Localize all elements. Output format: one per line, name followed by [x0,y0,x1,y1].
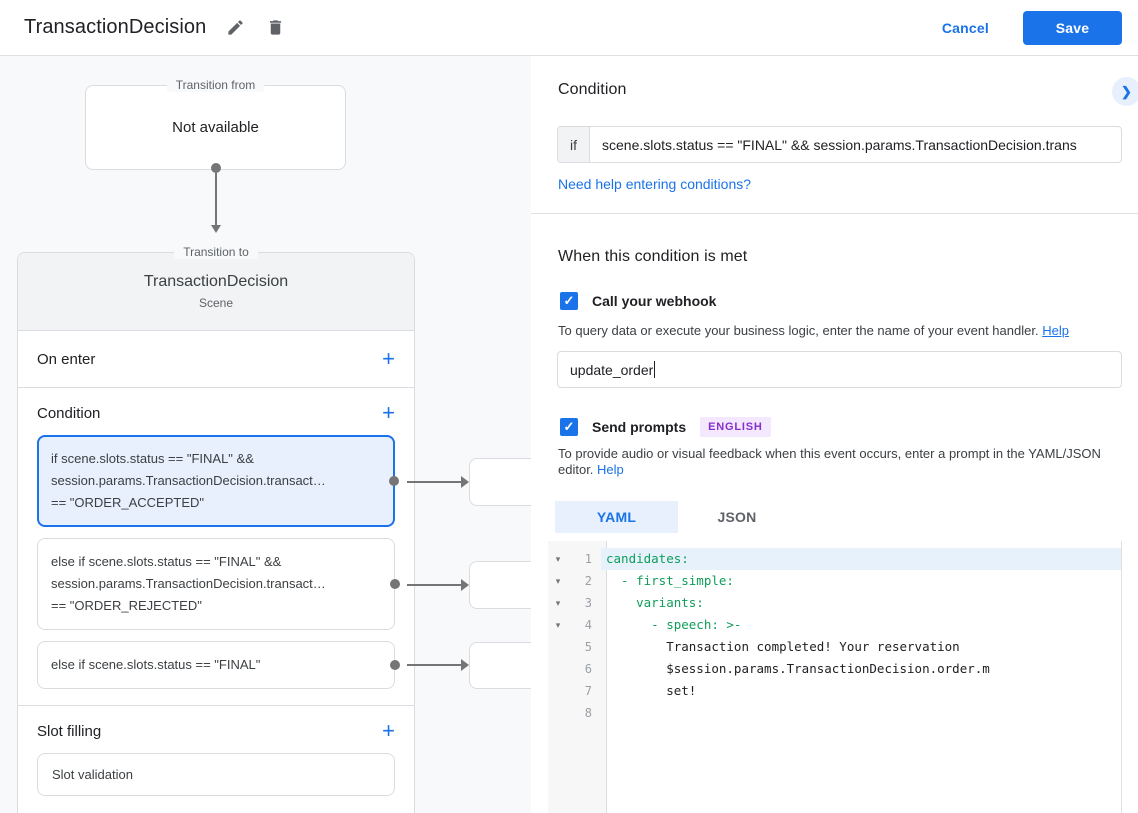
add-on-enter-button[interactable]: + [382,346,395,371]
save-button[interactable]: Save [1023,10,1122,45]
condition-section-label: Condition [37,404,101,422]
connector-arrow [403,476,469,488]
code-line: ▾ 4 - speech: >- [548,614,1121,636]
code-line: 7 set! [548,680,1121,702]
code-text: candidates: [601,548,1121,570]
call-webhook-label: Call your webhook [592,293,717,309]
code-text: $session.params.TransactionDecision.orde… [606,661,990,676]
fold-toggle-icon[interactable]: ▾ [555,554,561,564]
line-number: 3 [584,596,592,610]
condition-panel-title: Condition [558,81,627,98]
tab-json[interactable]: JSON [717,509,757,525]
top-bar: TransactionDecision Cancel Save [0,0,1138,56]
slot-filling-label: Slot filling [37,722,102,740]
transition-to-label: Transition to [174,245,258,259]
fold-spacer [548,680,568,702]
code-editor-lines: ▾ 1 candidates: ▾ 2 - first_simple: ▾ 3 varian… [548,548,1121,724]
slot-validation-card[interactable]: Slot validation [37,753,395,796]
line-number: 5 [584,640,592,654]
fold-toggle-icon[interactable]: ▾ [555,598,561,608]
code-line: 5 Transaction completed! Your reservatio… [548,636,1121,658]
code-line: ▾ 3 variants: [548,592,1121,614]
scene-card: Transition to TransactionDecision Scene … [17,245,415,813]
condition-editor-panel: Condition ❯ if scene.slots.status == "FI… [531,56,1138,813]
condition-card-final[interactable]: else if scene.slots.status == "FINAL" [37,641,400,689]
if-prefix-label: if [558,127,590,162]
code-line: ▾ 1 candidates: [548,548,1121,570]
slot-filling-section: Slot filling + Slot validation [18,706,414,812]
line-number: 7 [584,684,592,698]
code-line: ▾ 2 - first_simple: [548,570,1121,592]
code-text [601,702,1121,724]
transition-from-box[interactable]: Transition from Not available [85,78,346,170]
check-icon: ✓ [563,419,575,434]
transition-arrow [209,163,222,233]
code-text: variants: [606,595,704,610]
scene-name: TransactionDecision [143,273,289,290]
line-number: 4 [584,618,592,632]
yaml-editor[interactable]: ▾ 1 candidates: ▾ 2 - first_simple: ▾ 3 varian… [548,541,1122,813]
editor-gutter [548,541,607,813]
pencil-icon [228,20,243,35]
language-badge: ENGLISH [700,417,771,437]
webhook-handler-input[interactable]: update_order [557,351,1122,388]
text-cursor [654,361,656,378]
tab-yaml[interactable]: YAML [555,501,678,533]
line-number: 6 [584,662,592,676]
fold-spacer [548,658,568,680]
condition-expression-field: if scene.slots.status == "FINAL" && sess… [557,126,1122,163]
condition-expression-input[interactable]: scene.slots.status == "FINAL" && session… [602,136,1077,153]
transition-from-content: Not available [172,119,259,136]
condition-help-link[interactable]: Need help entering conditions? [558,176,752,192]
code-text: Transaction completed! Your reservation [606,639,960,654]
condition-card-rejected[interactable]: else if scene.slots.status == "FINAL" &&… [37,538,400,630]
edit-title-button[interactable] [218,11,252,45]
connector-port [390,660,400,670]
code-text: - first_simple: [606,573,734,588]
transition-from-label: Transition from [166,78,265,92]
condition-section: Condition + if scene.slots.status == "FI… [18,388,414,706]
add-slot-button[interactable]: + [382,718,395,743]
send-prompts-checkbox[interactable]: ✓ [560,418,578,436]
prompts-description: To provide audio or visual feedback when… [558,446,1101,477]
on-enter-label: On enter [37,350,96,368]
collapse-panel-button[interactable]: ❯ [1112,77,1138,106]
fold-spacer [548,636,568,658]
code-line: 6 $session.params.TransactionDecision.or… [548,658,1121,680]
scene-type: Scene [198,296,234,310]
prompts-help-link[interactable]: Help [597,462,624,477]
line-number: 2 [584,574,592,588]
connector-arrow [403,659,469,671]
check-icon: ✓ [563,293,575,308]
cancel-button[interactable]: Cancel [941,19,989,36]
line-number: 1 [584,552,592,566]
fold-toggle-icon[interactable]: ▾ [555,620,561,630]
fold-toggle-icon[interactable]: ▾ [555,576,561,586]
webhook-description: To query data or execute your business l… [558,323,1069,338]
code-line: 8 [548,702,1121,724]
delete-scene-button[interactable] [258,11,292,45]
code-text: - speech: >- [606,617,742,632]
scene-diagram-canvas: Transition from Not available Transition… [0,56,545,813]
send-prompts-label: Send prompts [592,419,687,435]
condition-card-accepted[interactable]: if scene.slots.status == "FINAL" && sess… [37,435,399,527]
page-title: TransactionDecision [24,16,207,38]
connector-port [389,476,399,486]
call-webhook-checkbox[interactable]: ✓ [560,292,578,310]
section-divider [531,213,1138,214]
chevron-right-icon: ❯ [1121,83,1132,99]
scene-card-header[interactable]: TransactionDecision Scene [18,253,414,331]
fold-spacer [548,702,568,724]
editor-tabs: YAML JSON [555,501,796,533]
webhook-help-link[interactable]: Help [1042,323,1069,338]
trash-icon [269,20,281,35]
add-condition-button[interactable]: + [382,400,395,425]
on-enter-section: On enter + [18,331,414,388]
connector-port [390,579,400,589]
code-text: set! [606,683,697,698]
connector-arrow [403,579,469,591]
line-number: 8 [584,706,592,720]
when-met-title: When this condition is met [558,248,748,265]
